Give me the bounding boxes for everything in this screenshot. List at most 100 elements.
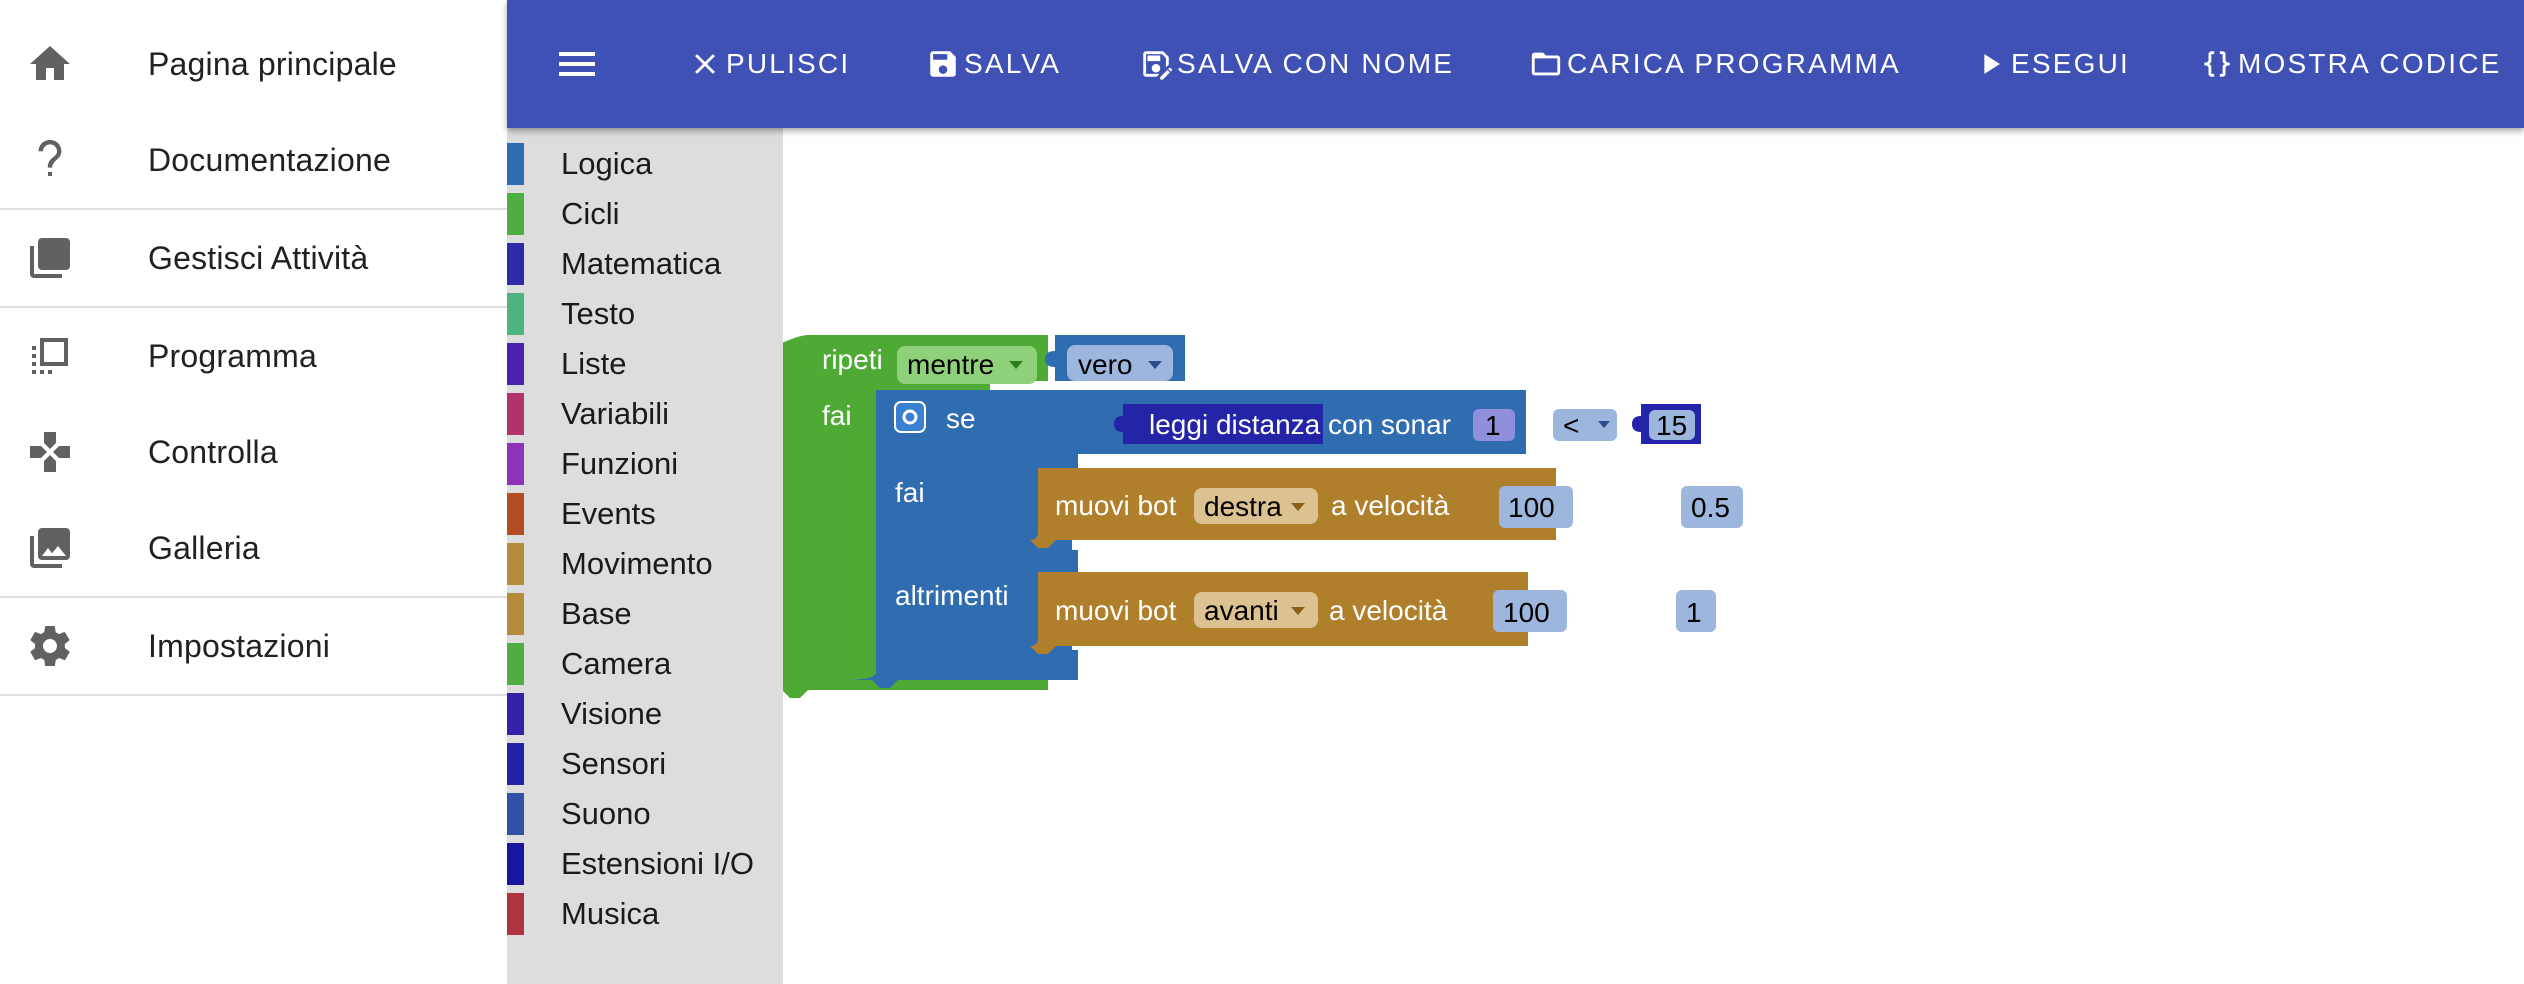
move2-duration-value: 1 [1686, 597, 1702, 628]
toolbox-category-logica[interactable]: Logica [507, 138, 783, 188]
category-label: Sensori [561, 746, 667, 781]
program-icon [26, 332, 74, 380]
nav-item-manage-tasks[interactable]: Gestisci Attività [0, 210, 507, 306]
load-program-button-label: CARICA PROGRAMMA [1567, 48, 1901, 79]
move1-speed-value: 100 [1508, 492, 1555, 523]
chevron-down-icon [1291, 503, 1305, 511]
toolbox-category-base[interactable]: Base [507, 588, 783, 638]
nav-item-documentation[interactable]: Documentazione [0, 112, 507, 208]
toolbox-category-movimento[interactable]: Movimento [507, 538, 783, 588]
nav-item-home[interactable]: Pagina principale [0, 16, 507, 112]
nav-item-label: Controlla [148, 433, 278, 470]
toolbox-category-events[interactable]: Events [507, 488, 783, 538]
move2-speed-label: a velocità [1329, 595, 1448, 626]
category-color-swatch [507, 443, 524, 485]
compare-block[interactable]: leggi distanza con sonar 1 < 15 [1078, 398, 1701, 450]
category-color-swatch [507, 543, 524, 585]
toolbox-category-sensori[interactable]: Sensori [507, 738, 783, 788]
blocks-canvas: ripeti mentre fai vero se fai altrimenti [783, 335, 1743, 698]
move1-for-label: per [1598, 490, 1638, 521]
repeat-do-label: fai [822, 400, 852, 431]
if-label: se [946, 403, 976, 434]
if-do-label: fai [895, 477, 925, 508]
clear-button[interactable]: PULISCI [688, 34, 850, 94]
load-program-button[interactable]: CARICA PROGRAMMA [1529, 34, 1901, 94]
if-block-body [844, 390, 1526, 688]
operator-value: < [1563, 410, 1579, 441]
move1-direction-dropdown[interactable] [1194, 488, 1318, 524]
category-label: Base [561, 596, 632, 631]
category-label: Estensioni I/O [561, 846, 754, 881]
move-bot-right-block[interactable]: muovi bot destra a velocità 100 per 0.5 [1030, 468, 1743, 548]
save-as-button[interactable]: SALVA CON NOME [1139, 34, 1454, 94]
compare-value-field[interactable] [1649, 410, 1695, 440]
category-color-swatch [507, 743, 524, 785]
category-color-swatch [507, 343, 524, 385]
category-label: Logica [561, 146, 653, 181]
move2-duration-field[interactable] [1676, 590, 1716, 632]
blockly-workspace[interactable]: ripeti mentre fai vero se fai altrimenti [783, 128, 2524, 984]
move2-direction-value: avanti [1204, 595, 1279, 626]
true-block[interactable]: vero [1045, 335, 1185, 381]
toolbox-category-testo[interactable]: Testo [507, 288, 783, 338]
category-color-swatch [507, 643, 524, 685]
toolbox-category-visione[interactable]: Visione [507, 688, 783, 738]
toolbox-category-matematica[interactable]: Matematica [507, 238, 783, 288]
move2-speed-field[interactable] [1493, 590, 1567, 632]
category-color-swatch [507, 293, 524, 335]
nav-divider [0, 596, 507, 598]
toolbox-category-funzioni[interactable]: Funzioni [507, 438, 783, 488]
toolbox-category-cicli[interactable]: Cicli [507, 188, 783, 238]
nav-divider [0, 208, 507, 210]
toolbox-category-estensioni-i-o[interactable]: Estensioni I/O [507, 838, 783, 888]
nav-item-settings[interactable]: Impostazioni [0, 598, 507, 694]
menu-icon[interactable] [553, 40, 601, 88]
toolbox-category-musica[interactable]: Musica [507, 888, 783, 938]
nav-item-gallery[interactable]: Galleria [0, 500, 507, 596]
toolbox-category-liste[interactable]: Liste [507, 338, 783, 388]
sonar-id-dropdown[interactable] [1473, 409, 1515, 441]
repeat-mode-dropdown[interactable] [897, 346, 1037, 384]
nav-item-control[interactable]: Controlla [0, 404, 507, 500]
run-button-label: ESEGUI [2011, 48, 2131, 79]
category-color-swatch [507, 243, 524, 285]
true-value: vero [1078, 349, 1132, 380]
clear-button-label: PULISCI [726, 48, 851, 79]
category-color-swatch [507, 193, 524, 235]
category-label: Events [561, 496, 656, 531]
repeat-label: ripeti [822, 344, 883, 375]
move1-duration-field[interactable] [1681, 486, 1743, 528]
toolbox-category-suono[interactable]: Suono [507, 788, 783, 838]
category-color-swatch [507, 393, 524, 435]
move2-direction-dropdown[interactable] [1194, 592, 1318, 628]
save-button[interactable]: SALVA [926, 34, 1061, 94]
move2-for-label: per [1595, 595, 1635, 626]
category-color-swatch [507, 843, 524, 885]
category-color-swatch [507, 493, 524, 535]
category-label: Visione [561, 696, 663, 731]
category-label: Musica [561, 896, 660, 931]
close-icon [688, 47, 722, 81]
code-braces-icon [2200, 47, 2234, 81]
category-label: Funzioni [561, 446, 679, 481]
toolbox-category-camera[interactable]: Camera [507, 638, 783, 688]
sonar-read-block[interactable] [1114, 404, 1323, 444]
home-icon [26, 40, 74, 88]
move1-duration-value: 0.5 [1691, 492, 1730, 523]
toolbox-category-variabili[interactable]: Variabili [507, 388, 783, 438]
show-code-button[interactable]: MOSTRA CODICE [2200, 34, 2502, 94]
category-color-swatch [507, 143, 524, 185]
chevron-down-icon [1148, 361, 1162, 369]
move1-speed-field[interactable] [1499, 486, 1573, 528]
if-else-block[interactable]: se fai altrimenti [844, 390, 1526, 688]
run-button[interactable]: ESEGUI [1973, 34, 2130, 94]
operator-dropdown[interactable] [1553, 409, 1617, 441]
nav-item-program[interactable]: Programma [0, 308, 507, 404]
true-dropdown[interactable] [1067, 345, 1173, 381]
chevron-down-icon [1598, 421, 1610, 428]
category-label: Variabili [561, 396, 669, 431]
edit-task-icon [26, 234, 74, 282]
gear-icon[interactable] [894, 401, 926, 433]
move-bot-forward-block[interactable]: muovi bot avanti a velocità 100 per 1 [1030, 572, 1716, 654]
play-icon [1973, 47, 2007, 81]
